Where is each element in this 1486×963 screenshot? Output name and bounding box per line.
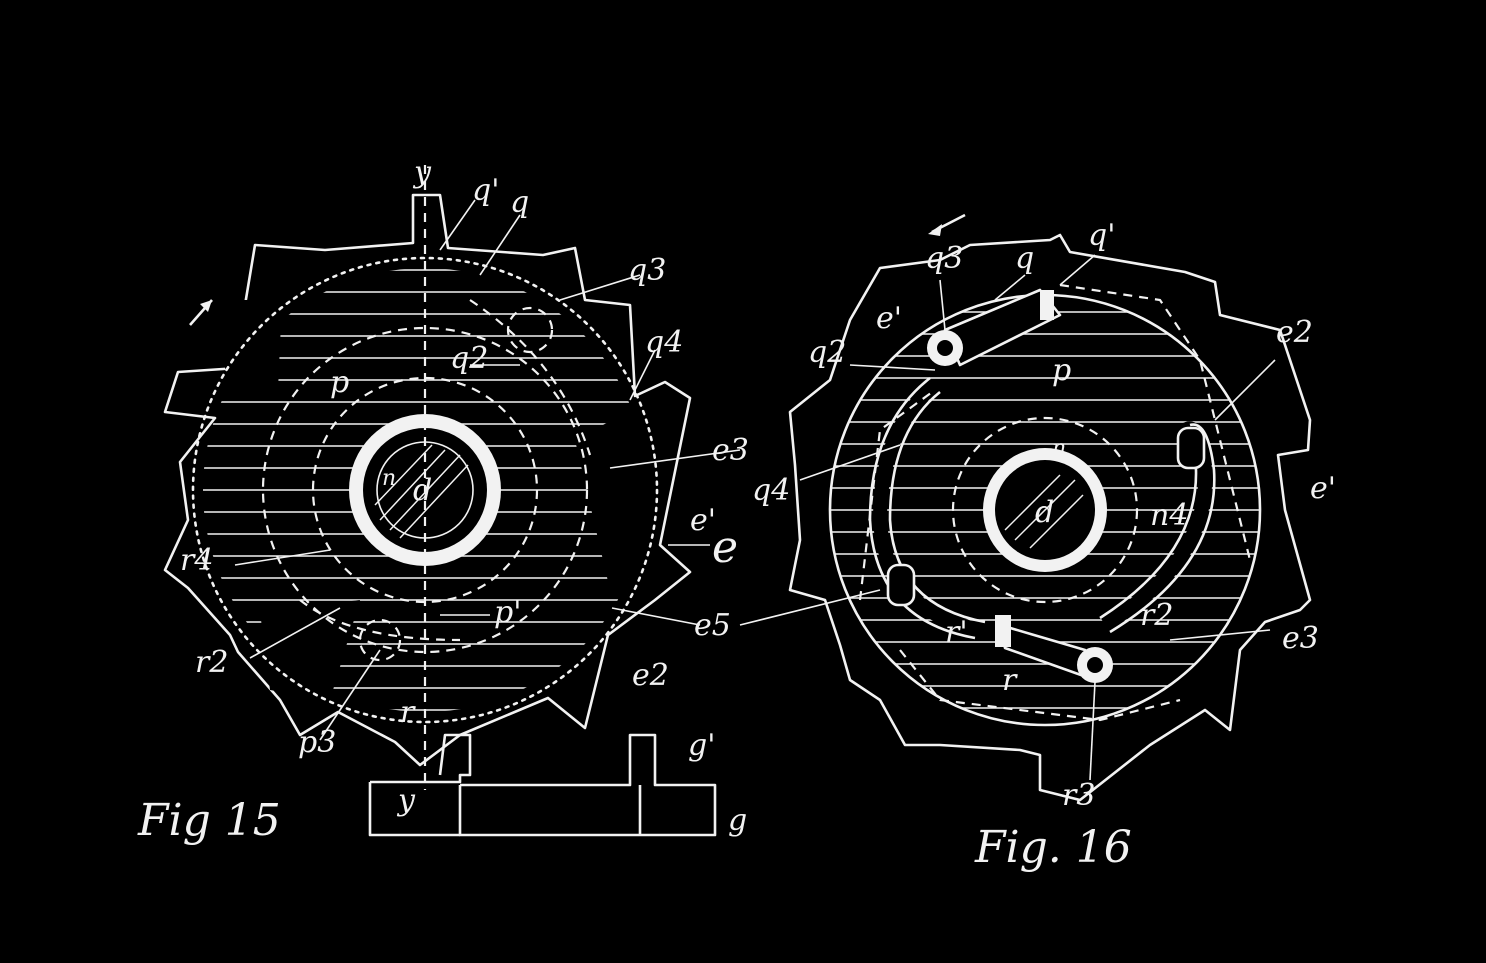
figure-15: y q' q q3 q2 q4 p n d e3 e' e e5 e2 r4 r… <box>137 155 749 846</box>
label-g: g <box>728 803 747 838</box>
rotation-arrow-fig16 <box>928 213 966 236</box>
pawl-pivot-p3-fig15 <box>358 618 402 662</box>
label-e-prime-fig15: e' <box>690 503 716 538</box>
label-p-fig16: p <box>1052 353 1071 388</box>
label-e3-fig15: e3 <box>712 433 749 468</box>
label-q3-fig15: q3 <box>628 253 666 288</box>
label-p-prime-fig15: p' <box>494 595 521 630</box>
rotation-arrow-fig15 <box>189 299 213 326</box>
label-r1-fig16: r' <box>945 615 968 650</box>
label-q-fig15: q <box>510 185 529 220</box>
dashed-circle-inner-fig15 <box>311 376 539 604</box>
caption-fig15: Fig 15 <box>137 795 281 846</box>
label-y-top-fig15: y <box>412 155 432 190</box>
label-e3-fig16: e3 <box>1282 621 1319 656</box>
disc-cutout-right-fig15 <box>575 405 660 590</box>
figure-16: q3 q q' e' q2 e2 p n q4 d n4 e' r' r2 e3… <box>739 213 1336 873</box>
pawl-r-fig16 <box>995 615 1113 683</box>
label-e2-fig15: e2 <box>632 658 669 693</box>
stop-blocks-fig16 <box>886 426 1206 607</box>
label-p3-fig15: p3 <box>298 725 336 760</box>
pawl-spring-r-fig15 <box>299 599 461 642</box>
shaft-hatch-fig16 <box>1004 474 1084 549</box>
dashed-circle-fig16 <box>951 416 1139 604</box>
label-q3-fig16: q3 <box>925 241 963 276</box>
label-e-prime-top-fig16: e' <box>876 301 902 336</box>
label-q4-fig16: q4 <box>752 473 790 508</box>
label-e: e <box>712 522 738 573</box>
dashed-wedge-right-fig16 <box>1059 283 1252 561</box>
ratchet-wheel-outline-fig15 <box>163 193 692 767</box>
label-n-fig15: n <box>382 466 396 491</box>
ratchet-wheel-outline-fig16 <box>788 233 1312 802</box>
dashed-wedge-left-fig16 <box>858 389 936 601</box>
label-d-fig15: d <box>413 473 432 508</box>
label-q-prime-fig16: q' <box>1088 218 1115 253</box>
label-r-fig15: r <box>400 695 416 730</box>
label-d-fig16: d <box>1035 495 1054 530</box>
label-r-fig16: r <box>1002 663 1018 698</box>
dotted-circle-fig15 <box>191 256 659 724</box>
label-r4-fig15: r4 <box>180 543 213 578</box>
label-q2-fig16: q2 <box>808 335 846 370</box>
label-r3-fig16: r3 <box>1062 778 1095 813</box>
leader-lines-fig15 <box>234 199 741 741</box>
label-g-prime: g' <box>688 728 715 763</box>
disc-cutout-left-fig15 <box>210 300 282 390</box>
label-q2-fig15: q2 <box>450 341 488 376</box>
label-q-prime-fig15: q' <box>472 173 499 208</box>
leader-lines-fig16 <box>739 254 1276 781</box>
pawl-spring-q-fig15 <box>469 299 592 456</box>
label-r2-fig16: r2 <box>1140 598 1173 633</box>
label-p-fig15: p <box>330 365 349 400</box>
label-q4-fig15: q4 <box>645 325 683 360</box>
disc-cutout-bottom-fig15 <box>260 600 360 700</box>
label-q-fig16: q <box>1015 241 1034 276</box>
label-e2-fig16: e2 <box>1276 315 1313 350</box>
dashed-circle-outer-fig15 <box>261 326 589 654</box>
dashed-wedge-bottom-fig16 <box>899 649 1181 722</box>
caption-fig16: Fig. 16 <box>974 822 1132 873</box>
label-n4-fig16: n4 <box>1150 498 1188 533</box>
label-n-fig16: n <box>1052 436 1066 461</box>
label-e5-fig15: e5 <box>694 608 731 643</box>
base-plate-g <box>368 733 717 837</box>
label-y-bottom-fig15: y <box>396 783 416 818</box>
pawl-q-fig16 <box>927 288 1062 367</box>
label-r2-fig15: r2 <box>195 645 228 680</box>
label-e-prime-right-fig16: e' <box>1310 471 1336 506</box>
